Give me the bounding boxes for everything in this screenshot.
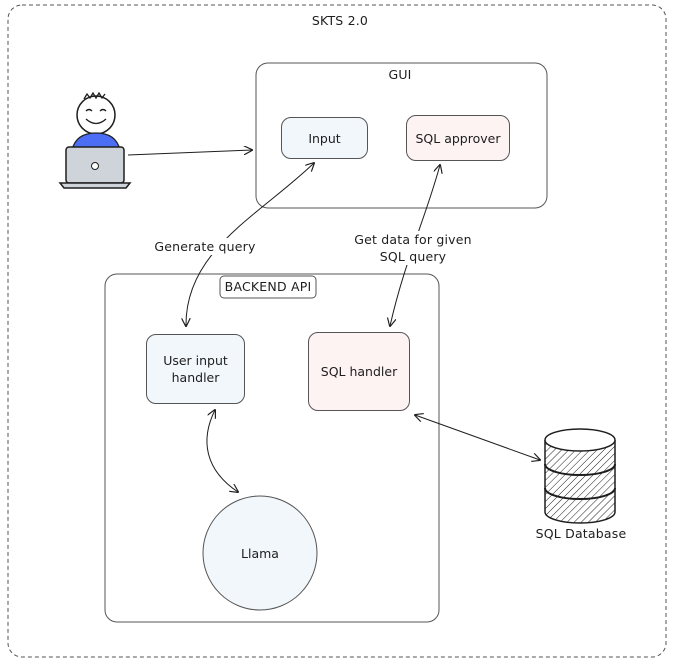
edge-label-get-data-line1: Get data for given <box>340 231 486 248</box>
llama-label: Llama <box>241 545 279 561</box>
backend-label: BACKEND API <box>224 279 312 294</box>
arrow-user-to-gui <box>127 150 252 156</box>
user-at-laptop-icon <box>58 91 132 189</box>
sql-handler-label: SQL handler <box>320 364 398 379</box>
gui-label: GUI <box>388 67 412 82</box>
arrow-user-handler-to-llama <box>206 410 238 492</box>
arrow-sql-handler-to-database <box>415 415 540 460</box>
arrow-input-to-user-handler <box>186 163 314 326</box>
user-input-handler-label: User input handler <box>163 353 228 385</box>
diagram-title: SKTS 2.0 <box>311 13 369 28</box>
llama-node <box>202 495 318 611</box>
database-label: SQL Database <box>535 526 627 541</box>
input-node <box>281 117 368 159</box>
user-input-handler-node <box>146 334 245 404</box>
edge-label-get-data-line2: SQL query <box>370 248 456 265</box>
outer-frame <box>7 4 667 658</box>
sql-approver-node <box>406 115 510 161</box>
sql-approver-label: SQL approver <box>415 130 501 146</box>
database-icon <box>544 428 616 524</box>
edge-label-generate-query: Generate query <box>140 238 270 255</box>
sql-handler-node <box>308 332 410 411</box>
input-label: Input <box>308 130 341 146</box>
